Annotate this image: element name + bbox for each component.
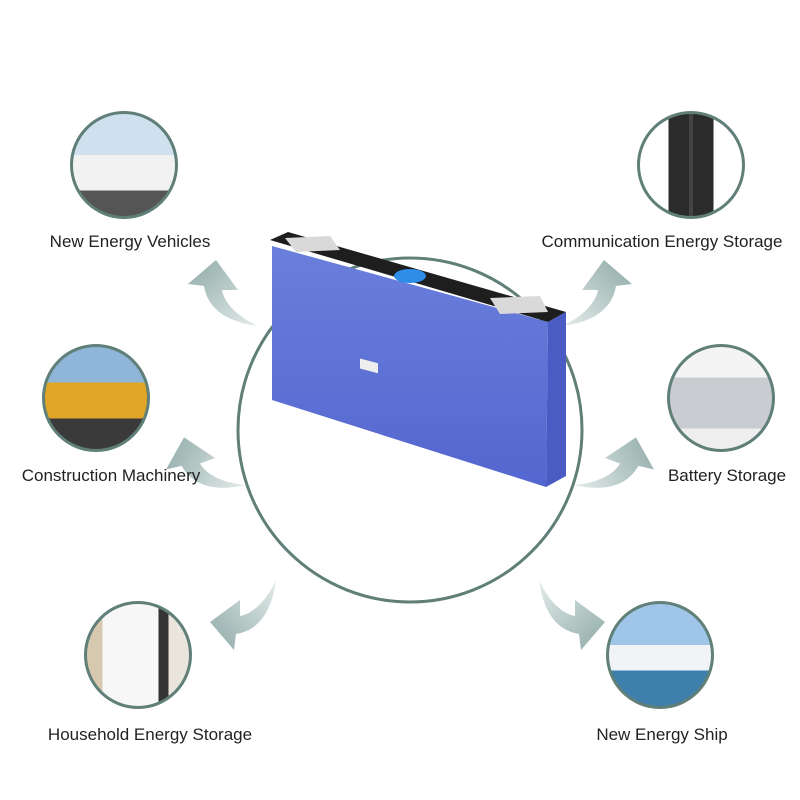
prismatic-battery-cell [270,232,566,487]
arrow-icon [562,260,632,326]
terminal-positive [285,236,340,252]
arrow-icon [188,260,258,326]
arrow-icon [210,580,276,650]
label-new-energy-ship: New Energy Ship [596,725,728,744]
center-ring [236,256,584,604]
label-battery-storage: Battery Storage [667,466,787,485]
label-communication-energy-storage: Communication Energy Storage [541,232,783,251]
wheel-loader-photo [42,344,150,452]
label-construction-machinery: Construction Machinery [21,466,201,485]
storage-module-photo [667,344,775,452]
truck-photo [70,111,178,219]
arrow-icon [539,580,605,650]
vent-label [360,358,378,374]
yacht-photo [606,601,714,709]
arrow-icon [573,422,663,509]
label-new-energy-vehicles: New Energy Vehicles [49,232,211,251]
battery-racks-photo [637,111,745,219]
terminal-negative [490,296,548,314]
safety-vent [394,269,426,283]
home-battery-photo [84,601,192,709]
label-household-energy-storage: Household Energy Storage [47,725,253,744]
